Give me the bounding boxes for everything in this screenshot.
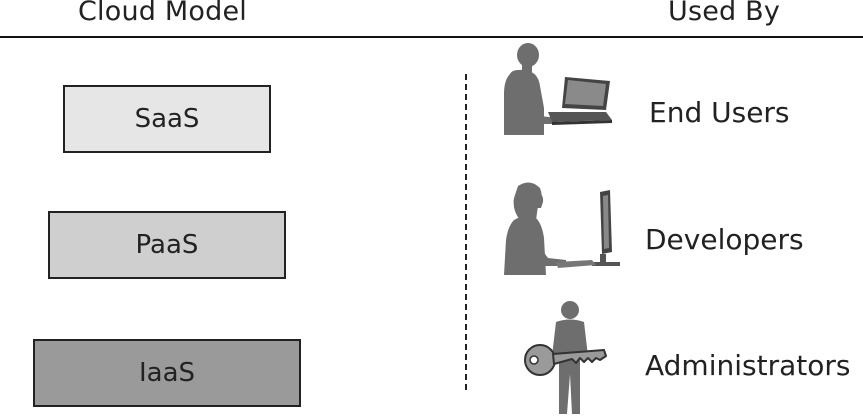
person-desktop-icon bbox=[504, 182, 620, 275]
header-rule bbox=[0, 36, 863, 38]
dashed-divider bbox=[465, 74, 467, 390]
person-key-icon bbox=[524, 301, 607, 414]
person-laptop-icon bbox=[504, 43, 612, 135]
end-users-label: End Users bbox=[649, 96, 790, 129]
paas-box: PaaS bbox=[48, 211, 286, 279]
administrators-label: Administrators bbox=[645, 349, 851, 382]
saas-box: SaaS bbox=[63, 85, 271, 153]
used-by-heading: Used By bbox=[668, 0, 781, 27]
iaas-label: IaaS bbox=[138, 358, 196, 388]
paas-label: PaaS bbox=[135, 230, 199, 260]
saas-label: SaaS bbox=[134, 104, 200, 134]
developers-label: Developers bbox=[645, 223, 804, 256]
cloud-model-heading: Cloud Model bbox=[78, 0, 247, 27]
iaas-box: IaaS bbox=[33, 339, 301, 407]
